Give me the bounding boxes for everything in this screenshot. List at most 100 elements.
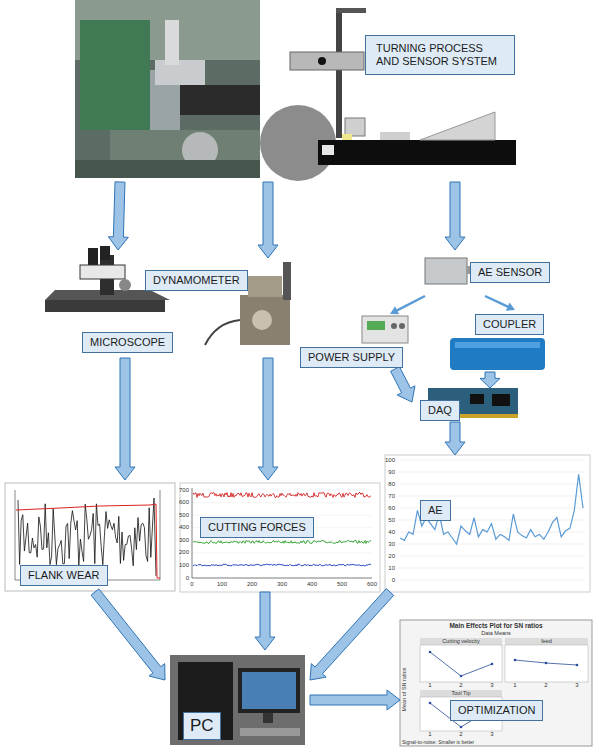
grid-line [398,472,585,473]
lathe-photo [165,20,179,65]
main-effects-plot [460,726,463,729]
coupler-picture [455,342,540,348]
axis-tick: 400 [172,524,189,531]
axis-tick: 300 [272,581,292,588]
flow-arrow [310,589,394,680]
axis-title: Mean of SN ratios [401,660,408,720]
ae-chart [385,455,590,592]
grid-line [398,556,585,557]
flow-arrow [445,182,465,250]
coupler-picture [450,338,545,370]
grid-line [192,490,372,491]
axis-tick: 60 [382,505,395,512]
dynamometer-picture [252,310,272,330]
grid-line [398,580,585,581]
signal-arrow [484,295,515,311]
dynamometer-picture [240,295,290,345]
force-plot [193,493,371,498]
coupler-picture [450,338,545,370]
main-effects-plot [515,660,577,665]
axis-tick: 700 [172,487,189,494]
node-label: TURNING PROCESS AND SENSOR SYSTEM [365,35,515,75]
pc-photo [263,713,273,723]
axis-tick: 100 [212,581,232,588]
microscope-panel: MICROSCOPE [35,250,182,358]
turning-schematic [420,112,495,140]
grid-line [398,484,585,485]
flow-arrow [310,690,400,710]
turning-schematic [318,57,326,65]
microscope-picture [80,265,125,279]
main-effects-plot [429,651,432,654]
turning-schematic [342,134,352,140]
cutting-force-chart [180,483,380,592]
axis-tick: 10 [382,565,395,572]
microscope-picture [119,279,131,291]
axis-tick: 200 [172,549,189,556]
pc-photo [242,672,296,709]
turning-schematic [260,8,516,181]
dynamometer-picture [283,262,291,300]
main-effects-plot [491,663,494,666]
axis-tick: 100 [172,562,189,569]
main-effects-plot [505,638,588,645]
lathe-photo [75,0,260,178]
force-plot [193,541,371,544]
panel-title: feed [505,638,588,645]
axis-tick: 30 [382,541,395,548]
power-supply-picture [391,323,397,329]
axis-tick: 80 [382,481,395,488]
signal-arrow [390,295,426,314]
panel-title: Cutting velocity [420,638,502,645]
flow-arrow [258,182,278,258]
grid-line [192,565,372,566]
turning-schematic [318,140,516,165]
plot-title: Main Effects Plot for SN ratios [400,622,592,629]
flow-arrow [480,372,500,388]
dynamometer-picture [248,276,282,297]
cutting-force-chart [192,578,372,579]
axis-tick: 0 [182,581,202,588]
force-plot [193,564,371,566]
axis-tick: 3 [487,731,497,738]
axis-tick: 3 [572,682,582,689]
axis-tick: 2 [456,682,466,689]
axis-tick: 500 [172,512,189,519]
coupler-panel: COUPLER [440,310,556,372]
microscope-picture [100,246,110,260]
node-label: POWER SUPPLY [300,347,403,368]
main-effects-plot [400,620,592,746]
grid-line [192,490,372,565]
node-label: AE SENSOR [470,262,550,283]
main-effects-plot [429,702,432,705]
force-plot [193,493,371,566]
axis-tick: 300 [172,537,189,544]
plot-subtitle: Data Means [400,630,592,637]
lathe-photo [75,160,260,178]
axis-tick: 0 [382,577,395,584]
grid-line [192,552,372,553]
power-supply-picture [399,323,405,329]
grid-line [398,544,585,545]
axis-tick: 1 [425,731,435,738]
system-panel: TURNING PROCESS AND SENSOR SYSTEM [75,0,520,182]
main-effects-plot [420,645,502,682]
node-label: DYNAMOMETER [145,270,248,291]
axis-tick: 600 [362,581,382,588]
axis-tick: 2 [541,682,551,689]
power-supply-picture [367,321,385,330]
lathe-photo [180,85,260,115]
axis-tick: 400 [302,581,322,588]
node-label: COUPLER [475,314,544,335]
ae-chart [385,455,590,592]
axis-tick: 70 [382,493,395,500]
node-label: AE [420,500,451,521]
turning-schematic [336,8,342,138]
main-effects-plot [545,662,548,665]
ae-plot [400,474,583,544]
flank-wear-chart [160,490,161,580]
turning-schematic [290,52,364,70]
axis-tick: 0 [172,575,189,582]
